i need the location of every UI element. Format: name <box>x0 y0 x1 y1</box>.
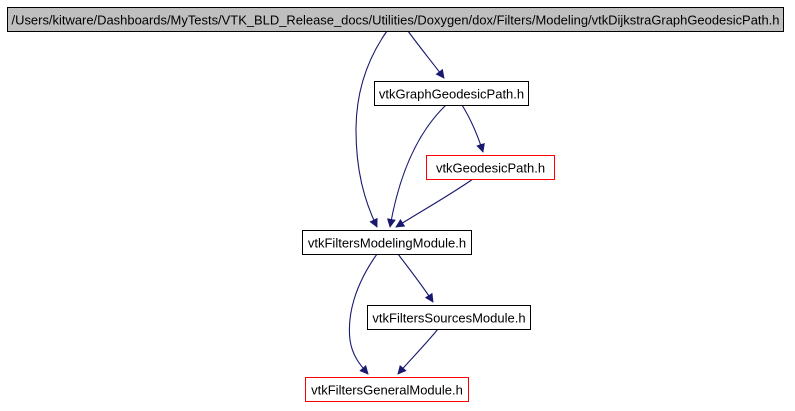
node-modeling-module[interactable]: vtkFiltersModelingModule.h <box>302 230 472 255</box>
edge-root-to-graph_geodesic <box>407 30 445 79</box>
node-graph-geodesic[interactable]: vtkGraphGeodesicPath.h <box>374 81 529 106</box>
node-label: vtkGraphGeodesicPath.h <box>379 87 524 102</box>
node-box <box>374 81 529 106</box>
edge-geodesic-to-modeling_module <box>395 178 474 228</box>
node-sources-module[interactable]: vtkFiltersSourcesModule.h <box>367 305 531 330</box>
edge-modeling_module-to-sources_module <box>397 253 434 303</box>
edge-graph_geodesic-to-modeling_module <box>386 104 447 228</box>
nodes-layer: /Users/kitware/Dashboards/MyTests/VTK_BL… <box>7 7 784 402</box>
edge-root-to-modeling_module <box>355 30 388 228</box>
node-label: /Users/kitware/Dashboards/MyTests/VTK_BL… <box>12 13 780 28</box>
node-label: vtkFiltersSourcesModule.h <box>372 311 525 326</box>
node-box <box>367 305 531 330</box>
node-box <box>7 7 784 32</box>
edge-sources_module-to-general_module <box>397 328 439 375</box>
node-geodesic[interactable]: vtkGeodesicPath.h <box>426 155 555 180</box>
edge-graph_geodesic-to-geodesic <box>461 104 485 153</box>
node-box <box>426 155 555 180</box>
node-box <box>302 230 472 255</box>
edges-layer <box>348 30 485 375</box>
edge-modeling_module-to-general_module <box>348 253 378 375</box>
node-label: vtkFiltersGeneralModule.h <box>311 383 463 398</box>
node-label: vtkGeodesicPath.h <box>436 161 545 176</box>
node-root: /Users/kitware/Dashboards/MyTests/VTK_BL… <box>7 7 784 32</box>
node-general-module[interactable]: vtkFiltersGeneralModule.h <box>305 377 469 402</box>
node-box <box>305 377 469 402</box>
node-label: vtkFiltersModelingModule.h <box>308 236 466 251</box>
